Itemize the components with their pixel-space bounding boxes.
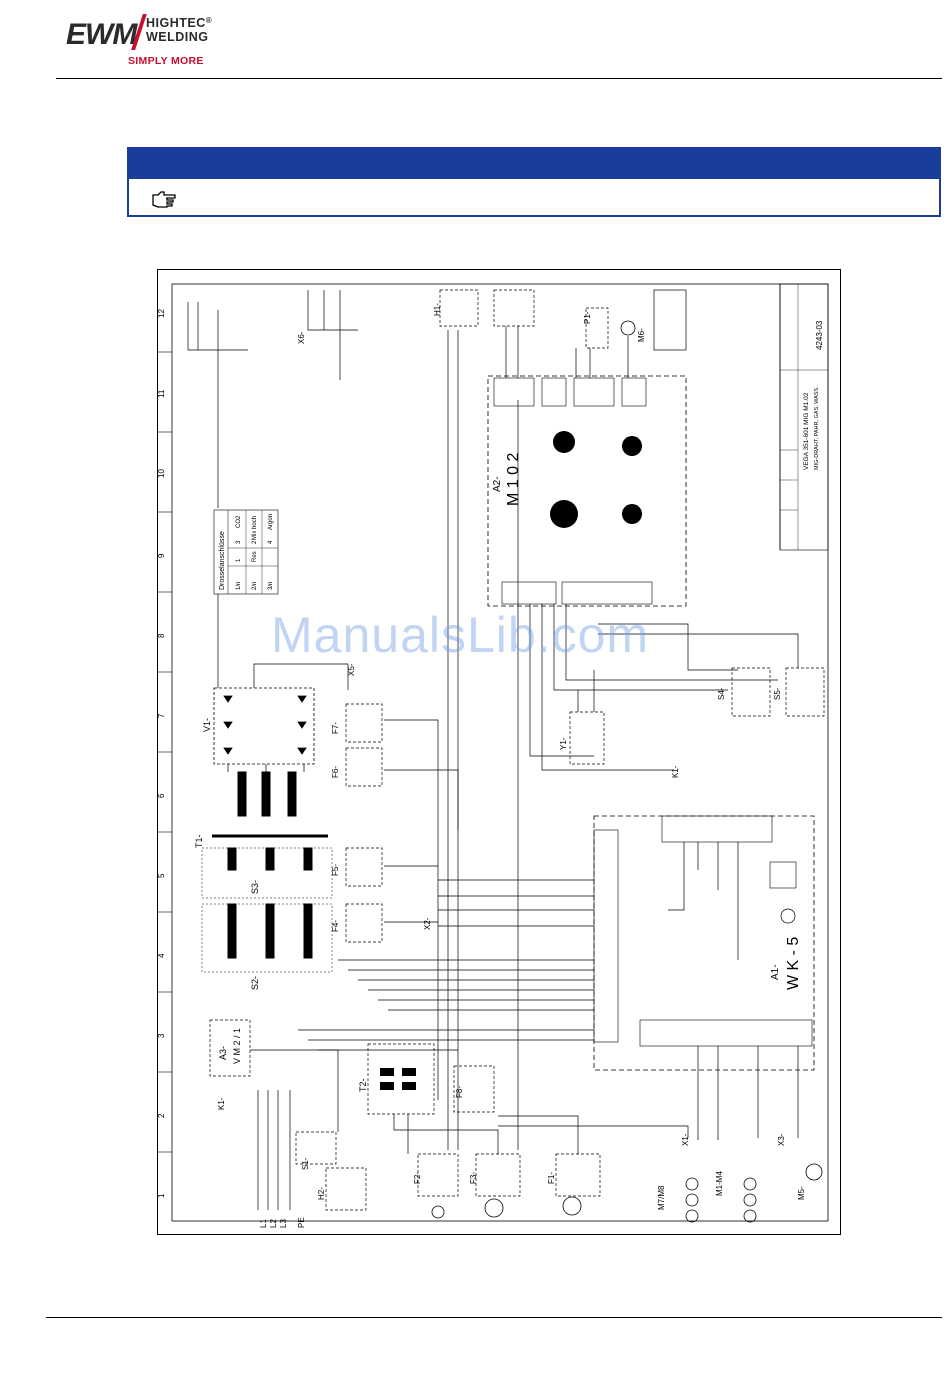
choke-cell: 2/n (252, 582, 258, 590)
label-m102: M 1 0 2 (505, 453, 522, 506)
label-x6: X6- (297, 331, 306, 344)
circuit-diagram: 1 2 3 4 5 6 7 8 9 10 11 12 4243-03 VEGA … (157, 269, 841, 1235)
svg-text:V1-: V1- (202, 718, 212, 732)
label-h2: H2- (317, 1187, 326, 1200)
label-f5: F5- (331, 864, 340, 876)
column-label: 1 (158, 1193, 166, 1198)
svg-text:A3-: A3- (218, 1046, 228, 1060)
column-label: 11 (158, 389, 166, 398)
choke-cell: CO2 (236, 515, 242, 528)
label-s4: S4- (717, 687, 726, 700)
column-label: 3 (158, 1033, 166, 1038)
column-label: 5 (158, 873, 166, 878)
choke-cell: 2 (252, 540, 258, 544)
column-label: 2 (158, 1113, 166, 1118)
label-wk5: W K - 5 (785, 937, 802, 990)
svg-text:V M 2 / 1: V M 2 / 1 (232, 1028, 242, 1064)
choke-cell: Res (252, 551, 258, 562)
label-h1: H1- (433, 303, 442, 316)
column-label: 4 (158, 953, 166, 958)
wiring (187, 290, 799, 1210)
label-m5: M5- (797, 1186, 806, 1200)
note-box (127, 147, 941, 217)
label-m7: M7/M8 (657, 1185, 666, 1210)
label-l3: L3 (279, 1219, 288, 1228)
label-f4: F4- (331, 920, 340, 932)
choke-cell: 4 (268, 540, 274, 544)
header-rule (56, 78, 942, 79)
label-x2: X2- (423, 917, 432, 930)
label-a2: A2- (492, 476, 503, 492)
label-l2: L2 (269, 1219, 278, 1228)
choke-cell: 3 (236, 540, 242, 544)
label-pe: PE (297, 1217, 306, 1228)
logo-hightec-text: HIGHTEC® (146, 16, 213, 30)
column-label: 7 (158, 713, 166, 718)
choke-cell: Mix hoch (252, 516, 258, 540)
fuse-boxes (345, 703, 495, 1113)
rectifier-v1: V1- (202, 687, 315, 765)
module-vm2: A3- V M 2 / 1 (209, 1019, 251, 1077)
label-a1: A1- (770, 964, 781, 980)
label-s3: S3- (250, 880, 260, 894)
label-f8: F8- (455, 1086, 464, 1098)
column-label: 6 (158, 793, 166, 798)
label-s2: S2- (250, 976, 260, 990)
choke-table-title: Drosselanschlüsse (219, 531, 226, 590)
choke-table: Drosselanschlüsse 1/n 1 3 CO2 2/n Res 2 … (213, 509, 279, 595)
logo-ewm-text: EWM (66, 18, 137, 51)
label-f2: F2- (413, 1172, 422, 1184)
label-x5: X5- (347, 663, 356, 676)
choke-cell: 1/n (236, 582, 242, 590)
column-label: 12 (158, 309, 166, 318)
svg-text:T1-: T1- (194, 834, 204, 848)
choke-cell: 3/n (268, 582, 274, 590)
label-m1: M1-M4 (715, 1171, 724, 1196)
label-f3: F3- (469, 1172, 478, 1184)
column-label: 10 (158, 469, 166, 478)
label-l1: L1 (259, 1219, 268, 1228)
label-s5: S5- (773, 687, 782, 700)
label-k1: K1- (217, 1097, 226, 1110)
watermark: ManualsLib.com (271, 607, 650, 663)
pointing-hand-icon (152, 191, 176, 208)
choke-cell: 1 (236, 558, 242, 562)
title-block: 4243-03 VEGA 351-601 MIG M1.02 MIG-DRAHT… (779, 283, 829, 551)
transformer-t2: T2- (358, 1043, 435, 1115)
logo-welding-text: WELDING (146, 30, 209, 44)
label-p1: P1- (583, 311, 592, 324)
label-x1: X1- (681, 1133, 690, 1146)
circuit-diagram-drawing: 1 2 3 4 5 6 7 8 9 10 11 12 4243-03 VEGA … (158, 283, 829, 1228)
footer-rule (46, 1317, 942, 1318)
drawing-number: 4243-03 (815, 320, 824, 350)
label-f1: F1- (547, 1172, 556, 1184)
model-line-1: VEGA 351-601 MIG M1.02 (803, 392, 810, 470)
choke-cell: Argon (268, 514, 274, 530)
svg-text:T2-: T2- (358, 1078, 368, 1092)
model-line-2: MIG-DRAHT, PAHR, GAS, WASS. (814, 386, 820, 470)
label-s1: S1- (301, 1157, 310, 1170)
label-k1-coil: K1- (671, 765, 680, 778)
note-header-bar (129, 149, 939, 179)
label-f7: F7- (331, 722, 340, 734)
ewm-logo: EWM HIGHTEC® WELDING SIMPLY MORE (66, 8, 226, 68)
transformer-t1: T1- (194, 771, 328, 959)
column-label: 9 (158, 553, 166, 558)
label-m6: M6- (637, 328, 646, 342)
logo-slogan: SIMPLY MORE (128, 55, 204, 67)
column-label: 8 (158, 633, 166, 638)
label-f6: F6- (331, 766, 340, 778)
control-board-wk5: A1- W K - 5 (593, 815, 815, 1071)
label-y1: Y1- (559, 737, 568, 750)
label-x3: X3- (777, 1133, 786, 1146)
